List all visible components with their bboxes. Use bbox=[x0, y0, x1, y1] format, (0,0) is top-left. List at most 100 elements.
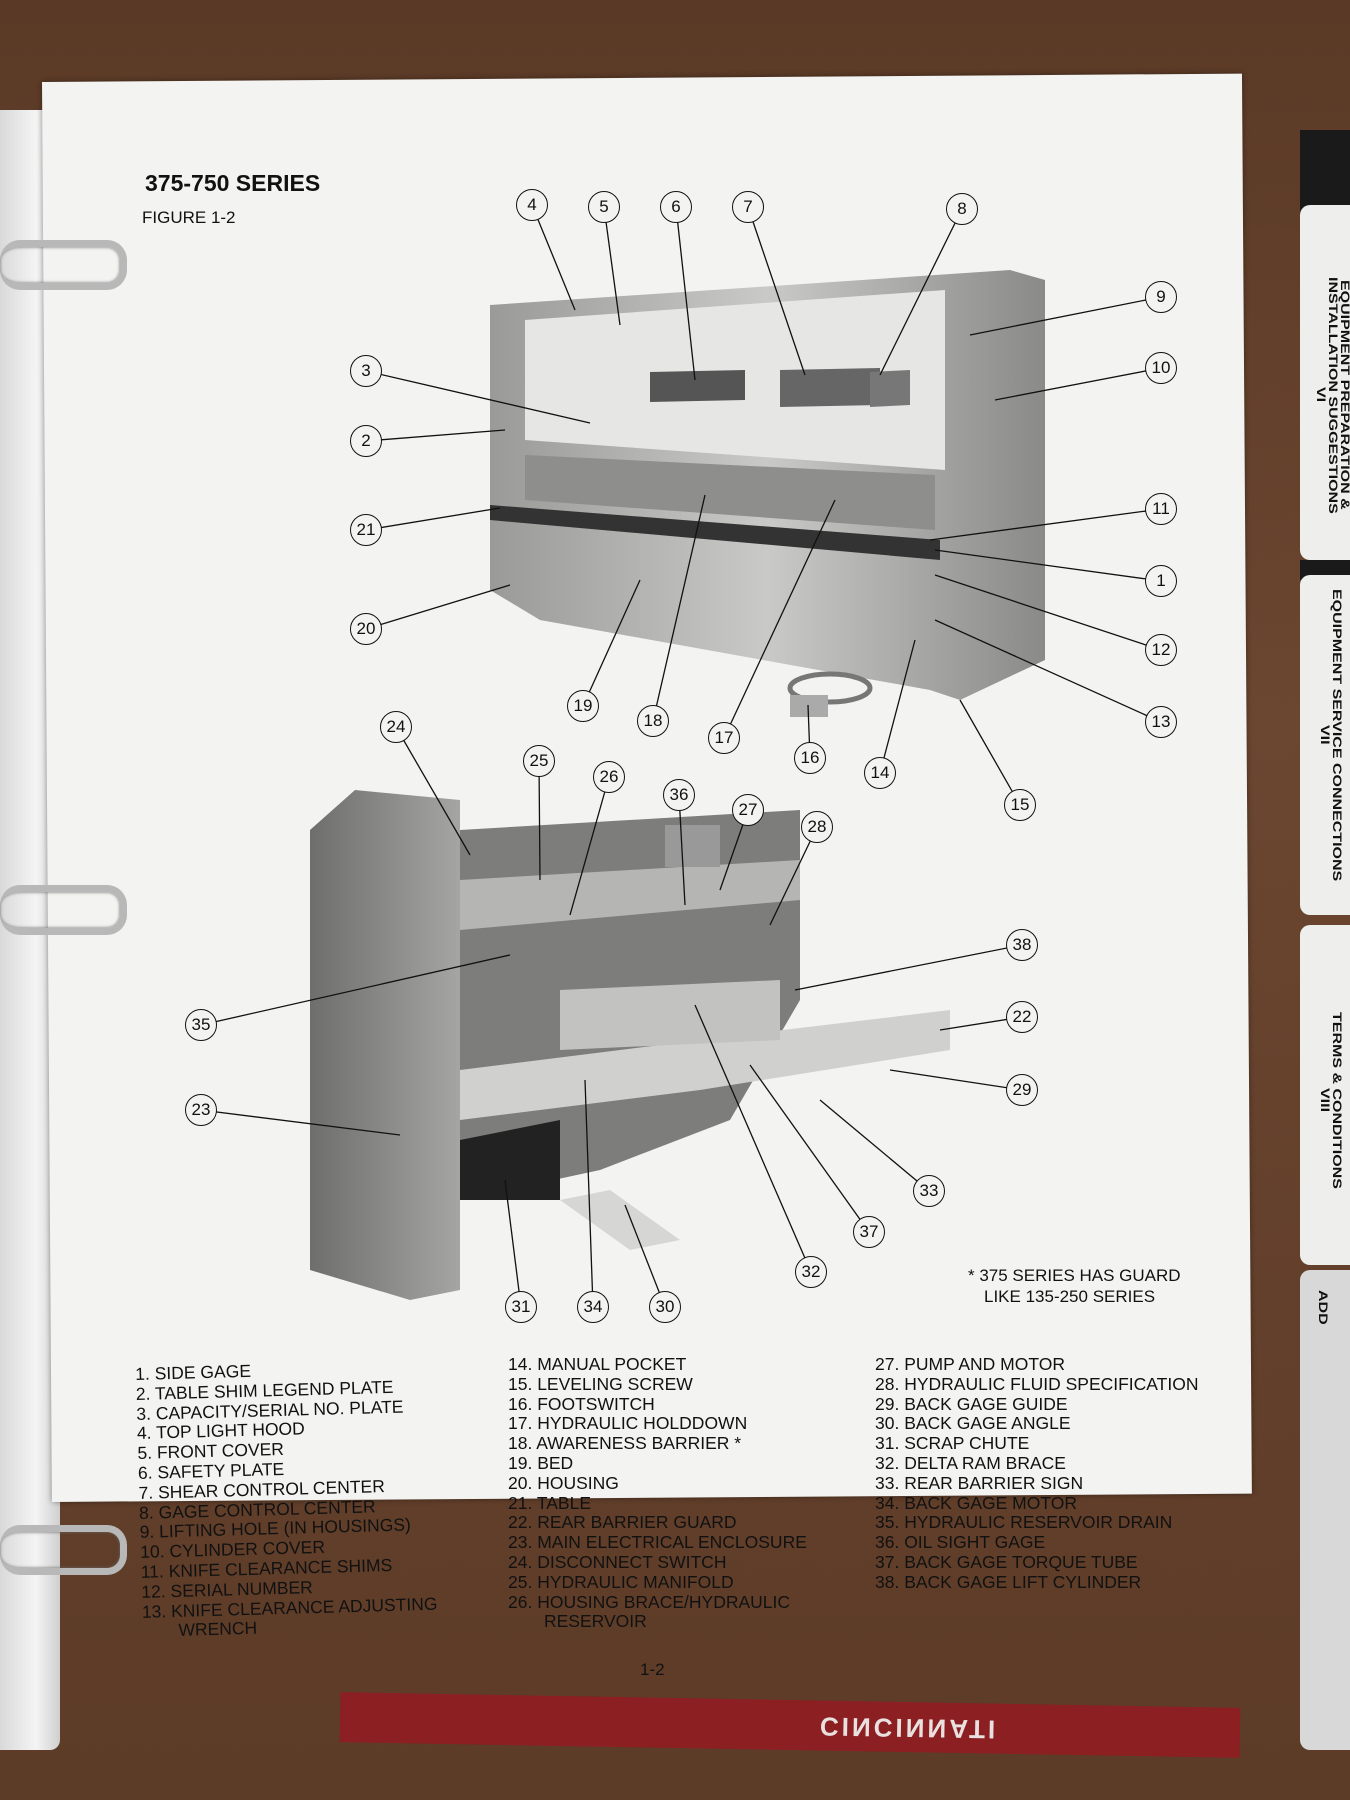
leader-line bbox=[538, 760, 541, 881]
callout-1: 1 bbox=[1145, 565, 1177, 597]
legend-item: 19. BED bbox=[508, 1452, 574, 1473]
tab-label-text: EQUIPMENT SERVICE CONNECTIONS bbox=[1330, 588, 1343, 882]
page-title: 375-750 SERIES bbox=[145, 170, 321, 196]
tab-label-text: TERMS & CONDITIONS bbox=[1330, 1011, 1343, 1189]
legend-item: 26. HOUSING BRACE/HYDRAULIC bbox=[508, 1591, 791, 1612]
legend-item: 18. AWARENESS BARRIER * bbox=[508, 1433, 742, 1454]
callout-12: 12 bbox=[1145, 634, 1177, 666]
legend-item: RESERVOIR bbox=[544, 1611, 647, 1632]
callout-25: 25 bbox=[523, 745, 555, 777]
scrap-chute bbox=[460, 1120, 560, 1200]
tab-label: EQUIPMENT PREPARATION & INSTALLATION SUG… bbox=[1314, 255, 1350, 535]
tab-label: ADD bbox=[1316, 1290, 1329, 1325]
leader-line bbox=[603, 206, 621, 326]
binder-ring bbox=[0, 1525, 127, 1575]
callout-33: 33 bbox=[913, 1175, 945, 1207]
callout-37: 37 bbox=[853, 1216, 885, 1248]
guard-note: * 375 SERIES HAS GUARD LIKE 135-250 SERI… bbox=[968, 1265, 1181, 1307]
callout-8: 8 bbox=[946, 193, 978, 225]
leader-line bbox=[969, 296, 1162, 336]
leader-line bbox=[879, 639, 916, 774]
table bbox=[490, 505, 940, 560]
shear-control-center bbox=[780, 368, 880, 407]
callout-27: 27 bbox=[732, 794, 764, 826]
leader-line bbox=[959, 699, 1021, 806]
legend-item: 28. HYDRAULIC FLUID SPECIFICATION bbox=[875, 1373, 1199, 1394]
front-view-shear-photo bbox=[490, 270, 1045, 717]
callout-22: 22 bbox=[1006, 1001, 1038, 1033]
leader-line bbox=[624, 1204, 666, 1308]
leader-line bbox=[694, 1004, 812, 1273]
legend-item: 20. HOUSING bbox=[508, 1472, 619, 1493]
callout-3: 3 bbox=[350, 355, 382, 387]
callout-32: 32 bbox=[795, 1256, 827, 1288]
leader-line bbox=[531, 204, 576, 311]
callout-9: 9 bbox=[1145, 281, 1177, 313]
legend-item: 22. REAR BARRIER GUARD bbox=[508, 1512, 737, 1533]
leader-line bbox=[819, 1099, 930, 1192]
leader-line bbox=[675, 206, 696, 381]
callout-13: 13 bbox=[1145, 706, 1177, 738]
callout-2: 2 bbox=[350, 425, 382, 457]
leader-line bbox=[794, 944, 1023, 991]
callout-11: 11 bbox=[1145, 493, 1177, 525]
legend-item: 31. SCRAP CHUTE bbox=[875, 1433, 1030, 1454]
callout-36: 36 bbox=[663, 779, 695, 811]
footswitch-cable bbox=[787, 671, 873, 705]
callout-23: 23 bbox=[185, 1094, 217, 1126]
legend-item: 36. OIL SIGHT GAGE bbox=[875, 1532, 1046, 1553]
footswitch bbox=[790, 695, 828, 717]
leader-line bbox=[934, 574, 1162, 651]
leader-line bbox=[994, 367, 1162, 401]
callout-7: 7 bbox=[732, 191, 764, 223]
rear-view-shear-photo bbox=[310, 790, 950, 1300]
callout-31: 31 bbox=[505, 1291, 537, 1323]
callout-18: 18 bbox=[637, 705, 669, 737]
tab-label-text: EQUIPMENT PREPARATION & INSTALLATION SUG… bbox=[1326, 276, 1350, 514]
callout-34: 34 bbox=[577, 1291, 609, 1323]
legend-item: 30. BACK GAGE ANGLE bbox=[875, 1413, 1071, 1434]
callout-30: 30 bbox=[649, 1291, 681, 1323]
legend-item: 27. PUMP AND MOTOR bbox=[875, 1354, 1065, 1374]
leader-line bbox=[395, 726, 471, 856]
leader-line bbox=[200, 1109, 401, 1136]
back-gage-angle bbox=[560, 1190, 680, 1250]
legend-item: 35. HYDRAULIC RESERVOIR DRAIN bbox=[875, 1512, 1173, 1533]
page-number: 1-2 bbox=[640, 1660, 665, 1679]
legend-item: 17. HYDRAULIC HOLDDOWN bbox=[508, 1413, 748, 1434]
callout-29: 29 bbox=[1006, 1074, 1038, 1106]
leader-line bbox=[889, 1069, 1023, 1091]
callout-17: 17 bbox=[708, 722, 740, 754]
leader-line bbox=[678, 794, 686, 906]
leader-line bbox=[365, 370, 591, 424]
callout-15: 15 bbox=[1004, 789, 1036, 821]
legend-item: 14. MANUAL POCKET bbox=[508, 1354, 687, 1374]
tab-numeral: VIII bbox=[1318, 1087, 1331, 1112]
leader-line bbox=[365, 584, 511, 630]
tab-numeral: VII bbox=[1318, 725, 1331, 745]
leader-line bbox=[929, 508, 1162, 541]
legend-item: 16. FOOTSWITCH bbox=[508, 1393, 655, 1414]
note-line: LIKE 135-250 SERIES bbox=[984, 1287, 1156, 1306]
tab-section-add[interactable]: ADD bbox=[1300, 1270, 1350, 1750]
callout-21: 21 bbox=[350, 514, 382, 546]
tab-section-vi[interactable]: EQUIPMENT PREPARATION & INSTALLATION SUG… bbox=[1300, 205, 1350, 560]
leader-line bbox=[582, 579, 641, 707]
legend-item: 25. HYDRAULIC MANIFOLD bbox=[508, 1571, 734, 1592]
figure-label: FIGURE 1-2 bbox=[142, 208, 236, 227]
leader-line bbox=[747, 206, 806, 376]
binder-ring bbox=[0, 240, 127, 290]
safety-plate bbox=[650, 370, 745, 402]
legend-item: 33. REAR BARRIER SIGN bbox=[875, 1472, 1084, 1493]
callout-19: 19 bbox=[567, 690, 599, 722]
binder-ring bbox=[0, 885, 127, 935]
leader-line bbox=[879, 208, 963, 376]
leader-line bbox=[365, 507, 501, 531]
